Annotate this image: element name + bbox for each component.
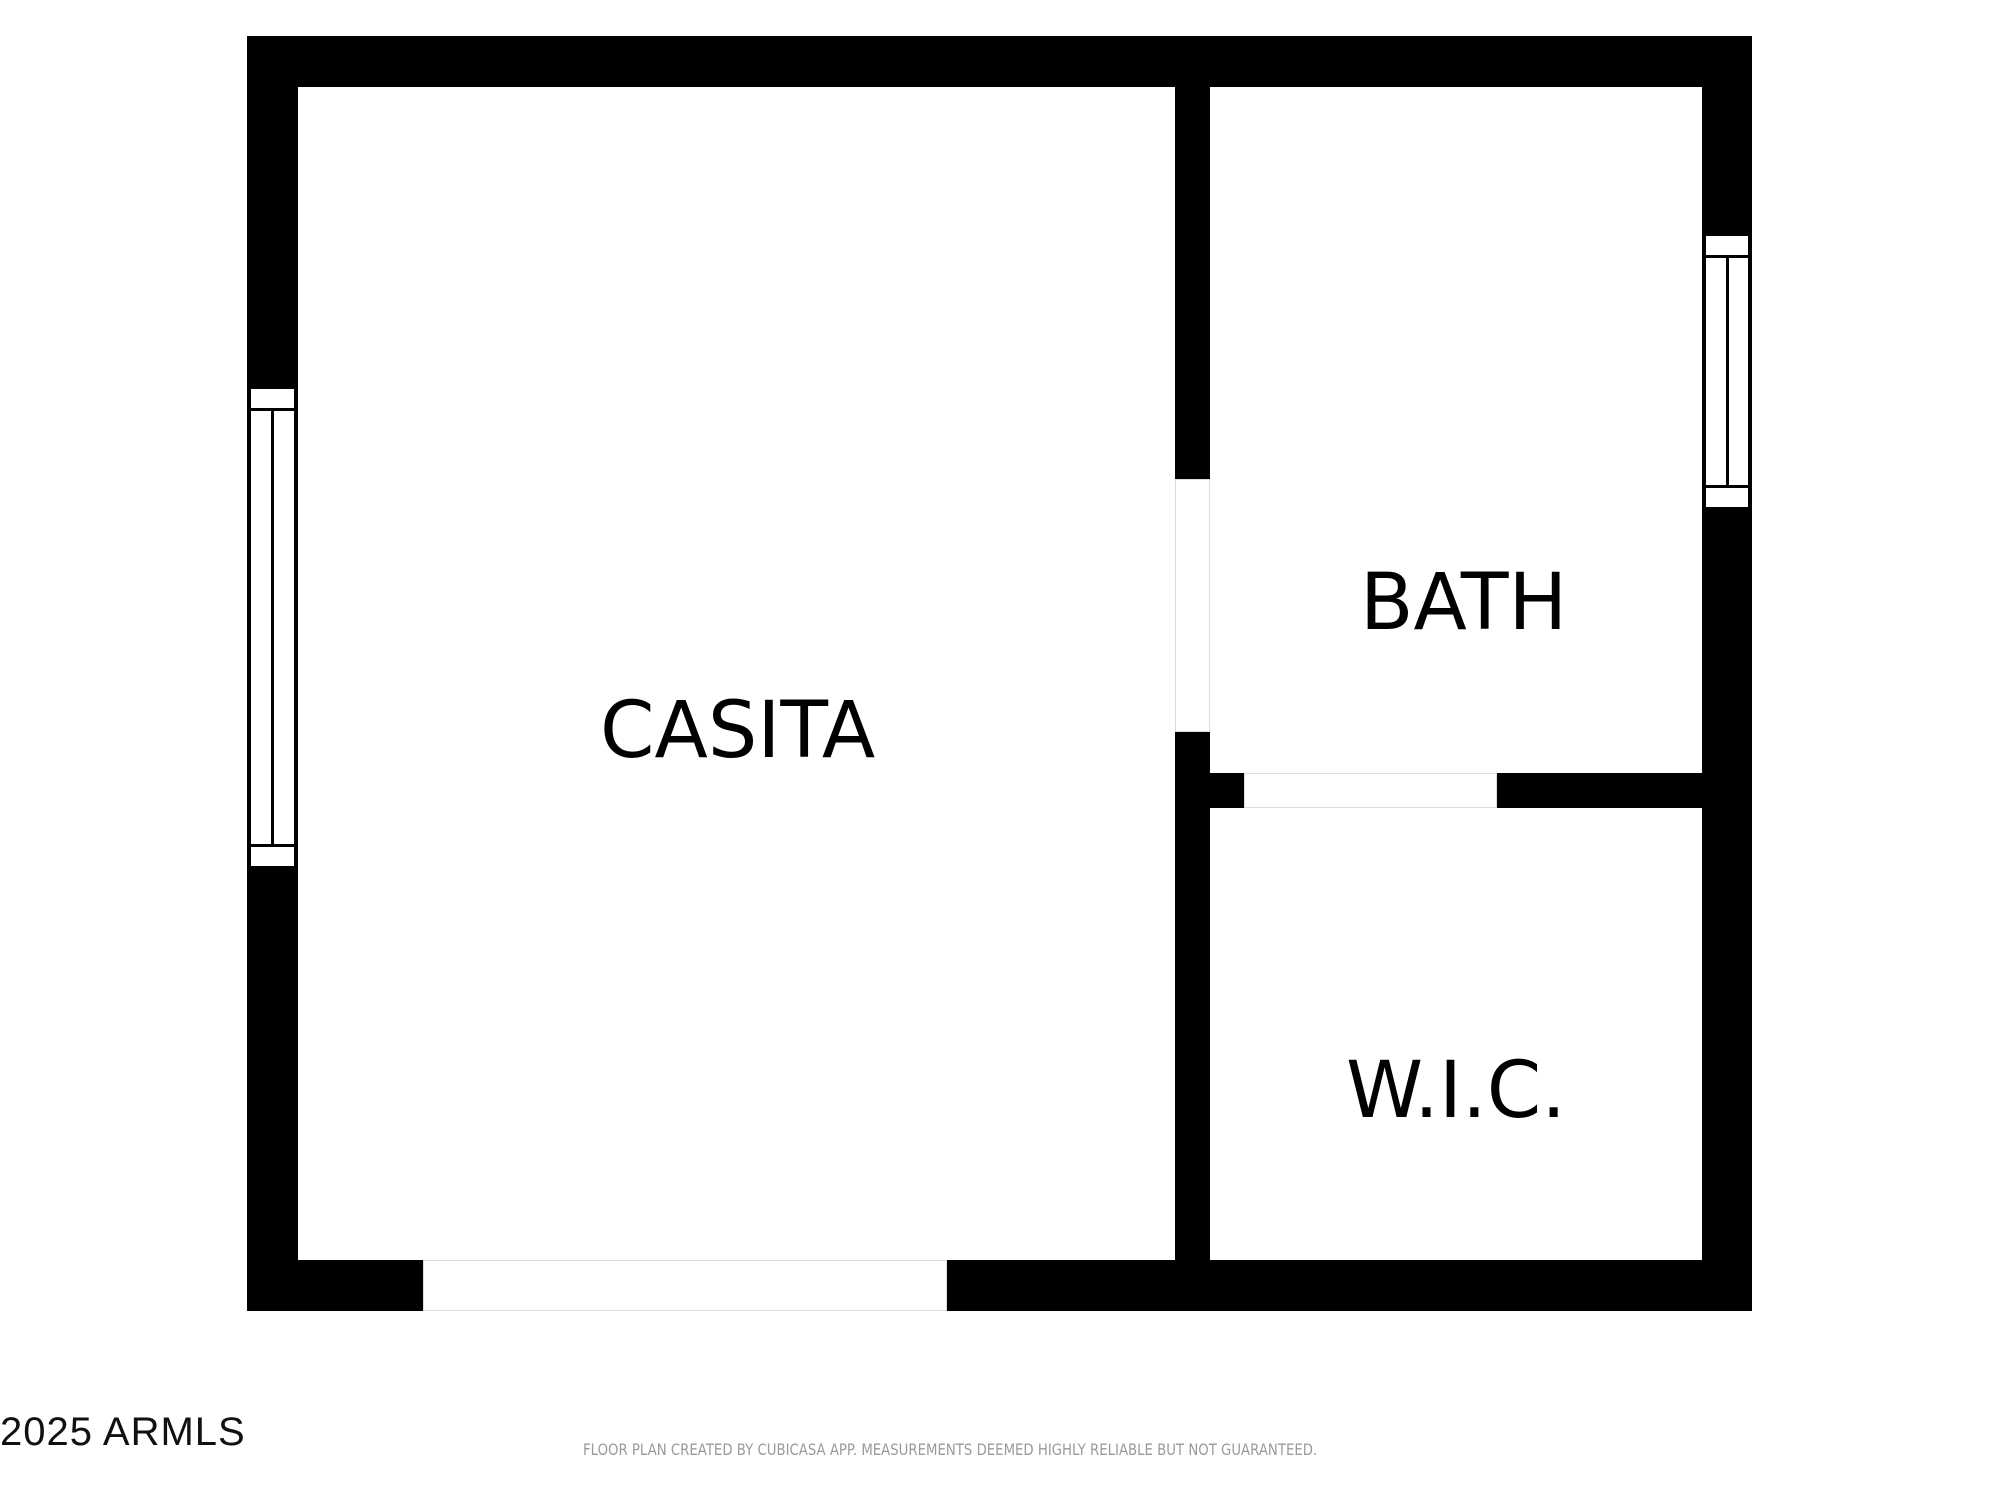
window-mullion xyxy=(1725,258,1729,485)
room-label-wic: W.I.C. xyxy=(1346,1046,1567,1136)
door-opening-entry xyxy=(423,1260,947,1311)
outer-wall-right xyxy=(1702,36,1752,1311)
window-jamb xyxy=(251,389,294,411)
disclaimer-text: FLOOR PLAN CREATED BY CUBICASA APP. MEAS… xyxy=(583,1440,1318,1459)
outer-wall-top xyxy=(247,36,1752,87)
door-opening-casita-bath xyxy=(1175,479,1210,732)
window-jamb xyxy=(1706,236,1748,258)
room-label-bath: BATH xyxy=(1360,558,1568,648)
window-jamb xyxy=(1706,485,1748,507)
window-casita-left xyxy=(248,386,297,869)
door-opening-bath-wic xyxy=(1244,773,1497,808)
window-mullion xyxy=(271,411,274,844)
window-bath-right xyxy=(1703,233,1751,510)
copyright-watermark: 2025 ARMLS xyxy=(0,1410,246,1454)
window-jamb xyxy=(251,844,294,866)
room-label-casita: CASITA xyxy=(600,686,876,776)
